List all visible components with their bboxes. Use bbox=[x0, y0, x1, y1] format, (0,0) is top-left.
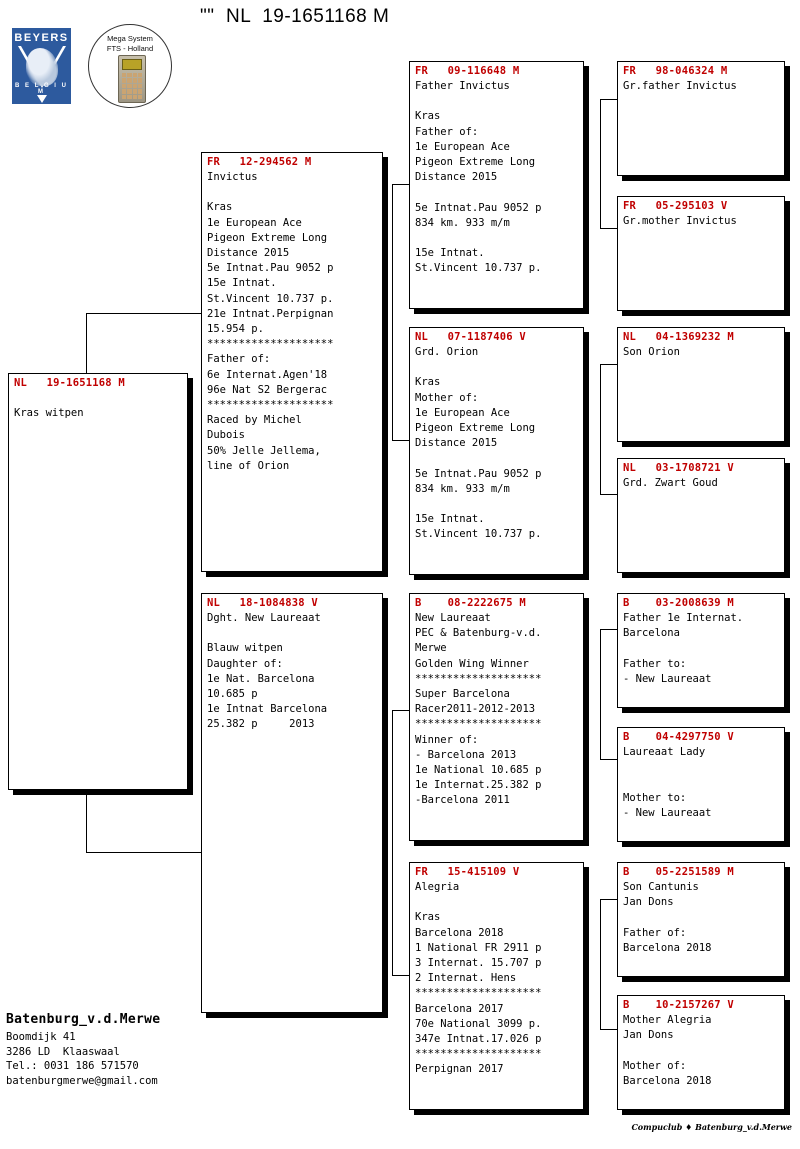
connector-gp4-to-ggf bbox=[600, 899, 618, 900]
connector-gp3-to-ggm bbox=[600, 759, 618, 760]
connector-father-to-gm bbox=[392, 440, 410, 441]
pedigree-card-grandmother-paternal[interactable]: NL 07-1187406 V Grd. Orion Kras Mother o… bbox=[409, 327, 584, 575]
owner-phone: Tel.: 0031 186 571570 bbox=[6, 1060, 139, 1072]
pedigree-card-great-grandparent-3[interactable]: NL 04-1369232 M Son Orion bbox=[617, 327, 785, 442]
mega-system-line1: Mega System bbox=[107, 34, 153, 43]
connector-father-to-gf bbox=[392, 184, 410, 185]
ring-number: NL 18-1084838 V bbox=[207, 597, 318, 609]
connector-mother-to-gf bbox=[392, 710, 410, 711]
connector-mother-to-gm bbox=[392, 975, 410, 976]
pedigree-card-grandfather-paternal[interactable]: FR 09-116648 M Father Invictus Kras Fath… bbox=[409, 61, 584, 309]
calculator-icon bbox=[118, 55, 146, 103]
connector-gp2-to-ggm bbox=[600, 494, 618, 495]
pedigree-card-great-grandparent-4[interactable]: NL 03-1708721 V Grd. Zwart Goud bbox=[617, 458, 785, 573]
card-details: Son Orion bbox=[623, 346, 680, 358]
beyers-logo-country: B E L G I U M bbox=[15, 83, 68, 95]
connector-father-spine bbox=[392, 184, 393, 440]
ring-number: FR 12-294562 M bbox=[207, 156, 312, 168]
card-details: Gr.father Invictus bbox=[623, 80, 737, 92]
connector-gp2-to-ggf bbox=[600, 364, 618, 365]
ring-number: B 04-4297750 V bbox=[623, 731, 734, 743]
pedigree-card-great-grandparent-6[interactable]: B 04-4297750 V Laureaat Lady Mother to: … bbox=[617, 727, 785, 842]
card-details: Father Invictus Kras Father of: 1e Europ… bbox=[415, 80, 542, 275]
pedigree-card-great-grandparent-5[interactable]: B 03-2008639 M Father 1e Internat. Barce… bbox=[617, 593, 785, 708]
ring-number: FR 09-116648 M bbox=[415, 65, 520, 77]
connector-gp1-to-ggm bbox=[600, 228, 618, 229]
card-details: Grd. Orion Kras Mother of: 1e European A… bbox=[415, 346, 542, 541]
ring-number: FR 05-295103 V bbox=[623, 200, 728, 212]
ring-number: B 08-2222675 M bbox=[415, 597, 526, 609]
ring-number: NL 19-1651168 M bbox=[14, 377, 125, 389]
card-details: Grd. Zwart Goud bbox=[623, 477, 718, 489]
page-title: "" NL 19-1651168 M bbox=[200, 6, 390, 27]
beyers-logo-brand: BEYERS bbox=[14, 32, 69, 44]
connector-gp1-spine bbox=[600, 99, 601, 228]
card-details: Kras witpen bbox=[14, 407, 84, 420]
calculator-screen bbox=[122, 59, 142, 70]
pedigree-card-grandmother-maternal[interactable]: FR 15-415109 V Alegria Kras Barcelona 20… bbox=[409, 862, 584, 1110]
mega-system-line2: FTS - Holland bbox=[106, 44, 154, 53]
owner-address-line1: Boomdijk 41 bbox=[6, 1031, 76, 1043]
pigeon-icon bbox=[26, 48, 58, 86]
connector-gp3-spine bbox=[600, 629, 601, 759]
connector-gp4-spine bbox=[600, 899, 601, 1029]
connector-subject-to-mother bbox=[86, 852, 201, 853]
connector-subject-top bbox=[86, 313, 87, 373]
card-details: Alegria Kras Barcelona 2018 1 National F… bbox=[415, 881, 542, 1076]
owner-block: Batenburg_v.d.Merwe Boomdijk 41 3286 LD … bbox=[6, 1012, 306, 1088]
connector-gp2-spine bbox=[600, 364, 601, 494]
pedigree-card-mother[interactable]: NL 18-1084838 V Dght. New Laureaat Blauw… bbox=[201, 593, 383, 1013]
beyers-logo: BEYERS B E L G I U M bbox=[9, 25, 74, 107]
compuclub-credit: Compuclub ♦ Batenburg_v.d.Merwe bbox=[631, 1122, 792, 1132]
ring-number: B 03-2008639 M bbox=[623, 597, 734, 609]
card-details: Son Cantunis Jan Dons Father of: Barcelo… bbox=[623, 881, 712, 954]
card-details: Gr.mother Invictus bbox=[623, 215, 737, 227]
ring-number: NL 07-1187406 V bbox=[415, 331, 526, 343]
owner-address-line2: 3286 LD Klaaswaal bbox=[6, 1045, 120, 1058]
beyers-logo-vmark bbox=[37, 95, 47, 103]
connector-gp1-to-ggf bbox=[600, 99, 618, 100]
owner-email: batenburgmerwe@gmail.com bbox=[6, 1074, 158, 1087]
ring-number: FR 15-415109 V bbox=[415, 866, 520, 878]
ring-number: B 05-2251589 M bbox=[623, 866, 734, 878]
connector-subject-to-father bbox=[86, 313, 201, 314]
card-details: Father 1e Internat. Barcelona Father to:… bbox=[623, 612, 744, 685]
calculator-keys bbox=[122, 73, 142, 99]
pedigree-card-grandfather-maternal[interactable]: B 08-2222675 M New Laureaat PEC & Batenb… bbox=[409, 593, 584, 841]
connector-subject-bottom bbox=[86, 790, 87, 852]
card-details: Invictus Kras 1e European Ace Pigeon Ext… bbox=[207, 171, 334, 472]
owner-name: Batenburg_v.d.Merwe bbox=[6, 1012, 161, 1027]
ring-number: FR 98-046324 M bbox=[623, 65, 728, 77]
mega-system-logo: Mega System FTS - Holland bbox=[88, 24, 172, 108]
pedigree-card-great-grandparent-7[interactable]: B 05-2251589 M Son Cantunis Jan Dons Fat… bbox=[617, 862, 785, 977]
card-details: Laureaat Lady Mother to: - New Laureaat bbox=[623, 746, 712, 819]
card-details: Mother Alegria Jan Dons Mother of: Barce… bbox=[623, 1014, 712, 1087]
ring-number: B 10-2157267 V bbox=[623, 999, 734, 1011]
pedigree-card-great-grandparent-8[interactable]: B 10-2157267 V Mother Alegria Jan Dons M… bbox=[617, 995, 785, 1110]
pedigree-card-subject[interactable]: NL 19-1651168 M Kras witpen bbox=[8, 373, 188, 790]
connector-gp4-to-ggm bbox=[600, 1029, 618, 1030]
pedigree-card-great-grandparent-1[interactable]: FR 98-046324 M Gr.father Invictus bbox=[617, 61, 785, 176]
mega-system-logo-text: Mega System FTS - Holland bbox=[89, 34, 171, 54]
ring-number: NL 03-1708721 V bbox=[623, 462, 734, 474]
pedigree-card-father[interactable]: FR 12-294562 M Invictus Kras 1e European… bbox=[201, 152, 383, 572]
connector-gp3-to-ggf bbox=[600, 629, 618, 630]
card-details: Dght. New Laureaat Blauw witpen Daughter… bbox=[207, 612, 328, 731]
card-details: New Laureaat PEC & Batenburg-v.d. Merwe … bbox=[415, 612, 542, 807]
ring-number: NL 04-1369232 M bbox=[623, 331, 734, 343]
connector-mother-spine bbox=[392, 710, 393, 975]
pedigree-card-great-grandparent-2[interactable]: FR 05-295103 V Gr.mother Invictus bbox=[617, 196, 785, 311]
